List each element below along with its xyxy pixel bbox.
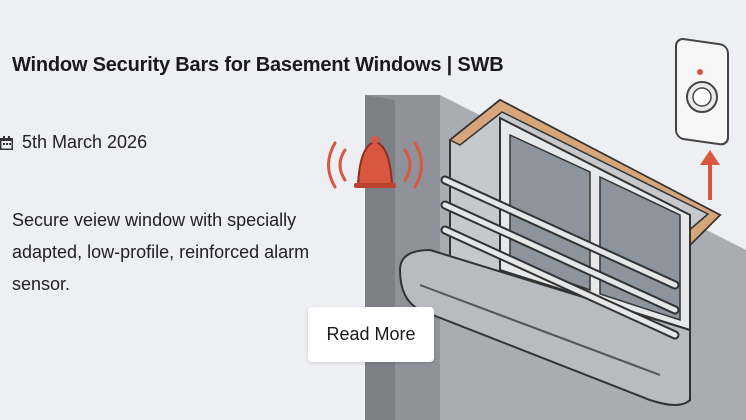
window-pane-left <box>509 133 591 292</box>
post-title: Window Security Bars for Basement Window… <box>12 54 504 76</box>
calendar-icon <box>0 135 13 150</box>
window-well <box>398 248 691 406</box>
alarm-bell-icon <box>327 136 423 189</box>
post-date-text: 5th March 2026 <box>22 132 148 152</box>
post-description: Secure veiew window with specially adapt… <box>12 210 310 294</box>
read-more-button[interactable]: Read More <box>308 307 434 362</box>
post-date: 5th March 2026 <box>0 132 147 153</box>
alarm-sensor-icon <box>675 38 729 200</box>
